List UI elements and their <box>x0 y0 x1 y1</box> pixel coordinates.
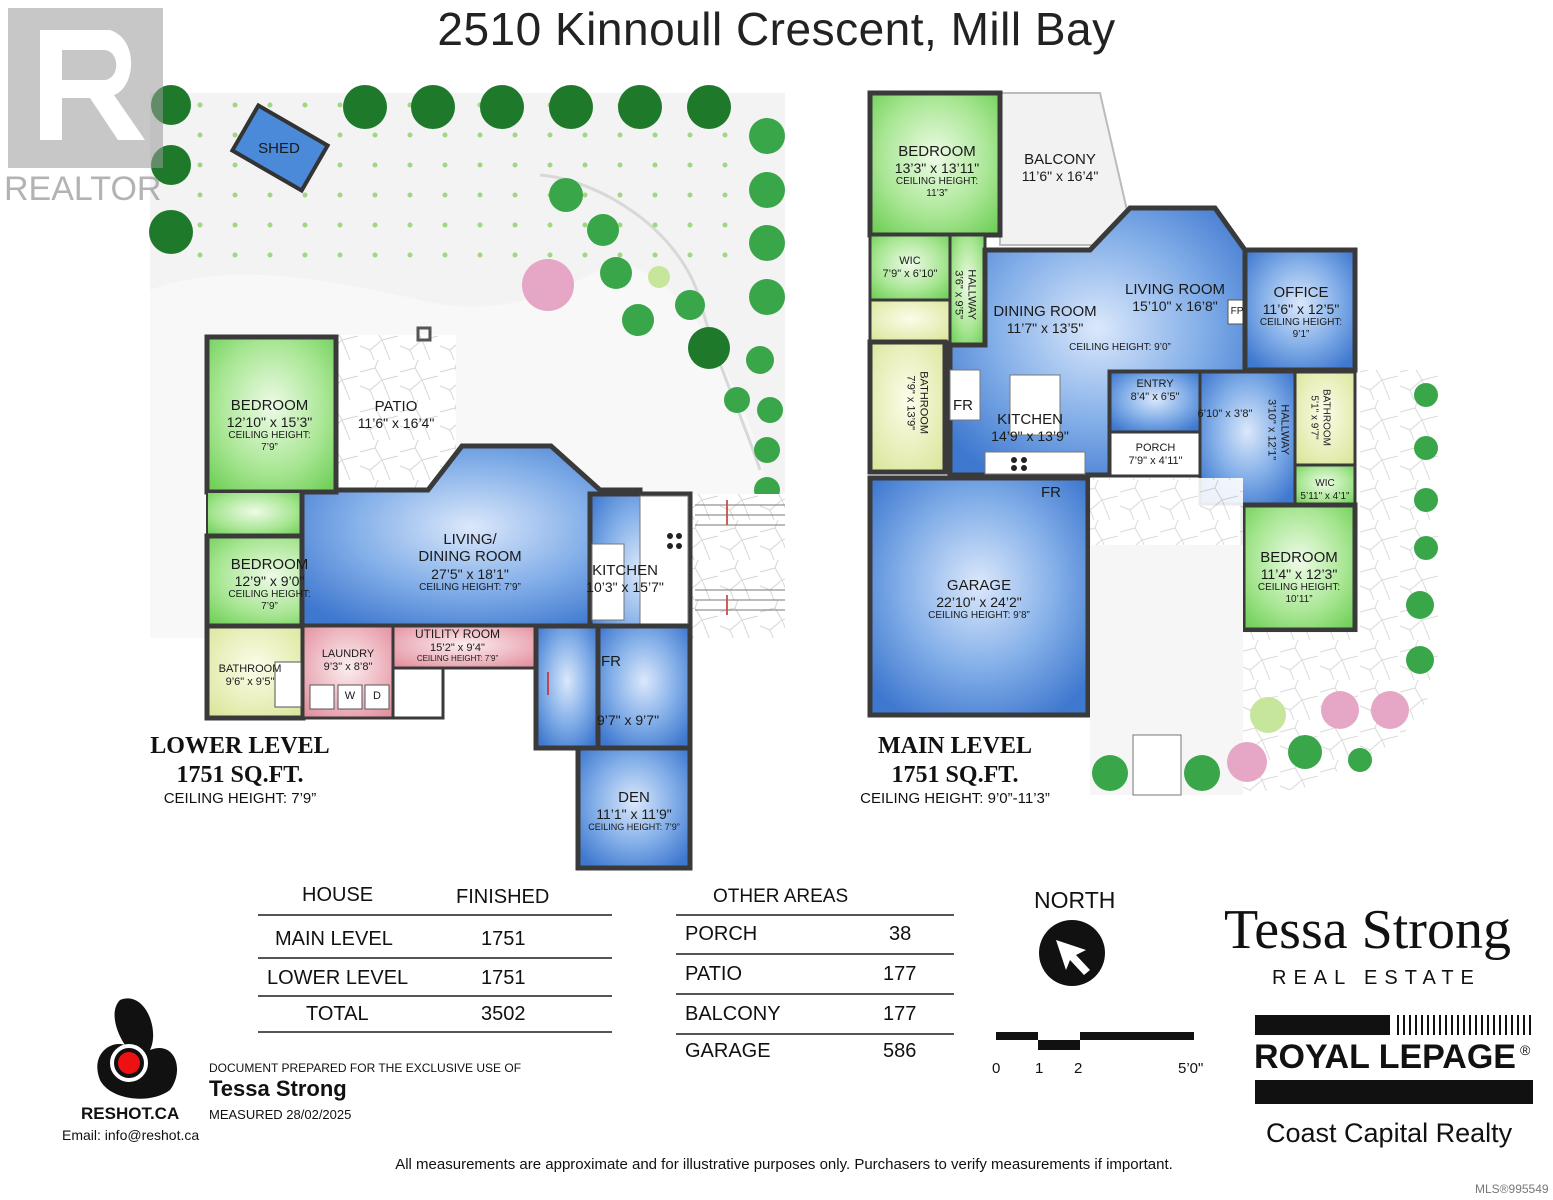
lower-level-caption: LOWER LEVEL 1751 SQ.FT. CEILING HEIGHT: … <box>150 733 330 807</box>
table-row-label: MAIN LEVEL <box>275 928 393 950</box>
reshot-logo-mark <box>97 998 178 1099</box>
client-name: Tessa Strong <box>209 1076 347 1101</box>
divider <box>258 1031 612 1033</box>
room-den: DEN 11’1" x 11’9" CEILING HEIGHT: 7’9” <box>588 789 680 833</box>
room-lower-bedroom-1: BEDROOM 12’10" x 15’3" CEILING HEIGHT: 7… <box>226 397 313 453</box>
scale-bar <box>996 1032 1194 1050</box>
divider <box>258 957 612 959</box>
scale-label-0: 0 <box>992 1060 1001 1077</box>
room-lower-flex: 9’7" x 9’7" <box>596 712 660 728</box>
table-row-label: LOWER LEVEL <box>267 967 409 989</box>
reshot-email[interactable]: Email: info@reshot.ca <box>62 1127 200 1143</box>
divider <box>258 914 612 916</box>
divider <box>676 1033 954 1035</box>
divider <box>676 914 954 916</box>
table-row-value: 1751 <box>481 967 526 989</box>
realtor-logo <box>8 8 163 168</box>
main-level-caption: MAIN LEVEL 1751 SQ.FT. CEILING HEIGHT: 9… <box>860 733 1050 807</box>
room-main-kitchen: KITCHEN 14’9" x 13’9" <box>991 411 1069 445</box>
room-lower-kitchen: KITCHEN 10’3" x 15’7" <box>586 562 664 596</box>
dryer-label: D <box>373 690 381 702</box>
room-main-bathroom-1: BATHROOM 7’9" x 13’9" <box>905 371 930 435</box>
table-row-label: BALCONY <box>685 1003 781 1025</box>
divider <box>258 995 612 997</box>
room-dining: DINING ROOM 11’7" x 13’5" <box>993 303 1097 337</box>
table-row-value: 177 <box>883 1003 917 1025</box>
office-name: Coast Capital Realty <box>1266 1118 1513 1148</box>
room-closet: 6’10" x 3’8" <box>1197 408 1253 420</box>
shed <box>229 102 331 194</box>
table-row-label: PATIO <box>685 963 743 985</box>
reshot-name: RESHOT.CA <box>81 1104 180 1123</box>
room-porch: PORCH 7’9" x 4’11" <box>1128 442 1183 467</box>
room-garage: GARAGE 22’10" x 24’2" CEILING HEIGHT: 9’… <box>928 577 1030 622</box>
mls-number: MLS®995549 <box>1475 1182 1549 1196</box>
room-main-wic-2: WIC 5’11" x 4’1" <box>1300 478 1350 503</box>
royal-lepage-barcode <box>1255 1015 1533 1104</box>
other-areas-header: OTHER AREAS <box>713 886 849 907</box>
furnace-room-lower: FR <box>601 653 621 670</box>
brokerage-mark: ® <box>1520 1042 1531 1058</box>
fireplace-label: FP <box>1230 306 1244 317</box>
furnace-room-garage: FR <box>1041 484 1061 501</box>
room-laundry: LAUNDRY 9’3" x 8’8" <box>321 648 375 673</box>
scale-label-3: 5’0" <box>1178 1060 1204 1077</box>
stair-arrows <box>547 500 728 695</box>
house-header: HOUSE <box>302 884 374 906</box>
table-row-value: 38 <box>889 923 912 945</box>
trees <box>149 85 731 369</box>
finished-header: FINISHED <box>456 886 550 908</box>
table-row-value: 586 <box>883 1040 917 1062</box>
room-patio: PATIO 11’6" x 16’4" <box>357 398 435 432</box>
brokerage-name: ROYAL LEPAGE <box>1254 1038 1516 1076</box>
page-title: 2510 Kinnoull Crescent, Mill Bay <box>437 3 1116 55</box>
scale-label-2: 2 <box>1074 1060 1083 1077</box>
table-row-label: GARAGE <box>685 1040 771 1062</box>
room-main-hallway-1: HALLWAY 3’6" x 9’5" <box>953 269 978 320</box>
room-lower-bathroom: BATHROOM 9’6" x 9’5" <box>218 663 282 688</box>
room-main-bedroom-1: BEDROOM 13’3" x 13’11" CEILING HEIGHT: 1… <box>894 143 980 199</box>
brand-tagline: REAL ESTATE <box>1272 967 1481 989</box>
table-row-label: PORCH <box>685 923 758 945</box>
table-row-value: 177 <box>883 963 917 985</box>
brand-name: Tessa Strong <box>1224 899 1511 961</box>
furnace-room-main: FR <box>953 397 973 414</box>
table-row-label: TOTAL <box>306 1003 369 1025</box>
table-row-value: 1751 <box>481 928 526 950</box>
shrubs <box>549 118 785 631</box>
room-shed: SHED <box>258 140 300 157</box>
prepared-for-text: DOCUMENT PREPARED FOR THE EXCLUSIVE USE … <box>209 1061 522 1075</box>
table-row-value: 3502 <box>481 1003 526 1025</box>
compass-arrow <box>1039 920 1105 986</box>
scale-label-1: 1 <box>1035 1060 1044 1077</box>
room-living-dining: LIVING/ DINING ROOM 27’5" x 18’1" CEILIN… <box>418 531 522 593</box>
room-utility: UTILITY ROOM 15’2" x 9’4" CEILING HEIGHT… <box>414 627 501 664</box>
room-lower-bedroom-2: BEDROOM 12’9" x 9’0" CEILING HEIGHT: 7’9… <box>228 556 311 612</box>
room-living: LIVING ROOM 15’10" x 16’8" <box>1124 281 1225 315</box>
room-main-wic: WIC 7’9" x 6’10" <box>882 255 938 280</box>
disclaimer: All measurements are approximate and for… <box>395 1156 1173 1173</box>
room-main-hallway-2: HALLWAY 3’10" x 12’1" <box>1266 399 1291 461</box>
room-entry: ENTRY 8’4" x 6’5" <box>1130 378 1180 403</box>
divider <box>676 953 954 955</box>
washer-label: W <box>344 690 356 702</box>
room-office: OFFICE 11’6" x 12’5" CEILING HEIGHT: 9’1… <box>1259 284 1343 340</box>
north-label: NORTH <box>1034 887 1116 913</box>
divider <box>676 993 954 995</box>
room-balcony: BALCONY 11’6" x 16’4" <box>1021 151 1099 185</box>
room-main-bathroom-2: BATHROOM 5’1" x 9’7" <box>1309 388 1332 447</box>
room-main-bedroom-2: BEDROOM 11’4" x 12’3" CEILING HEIGHT: 10… <box>1257 549 1341 605</box>
measured-date: MEASURED 28/02/2025 <box>209 1107 352 1122</box>
realtor-watermark-text: REALTOR <box>4 170 162 208</box>
living-ceiling-height: CEILING HEIGHT: 9’0” <box>1069 342 1171 353</box>
